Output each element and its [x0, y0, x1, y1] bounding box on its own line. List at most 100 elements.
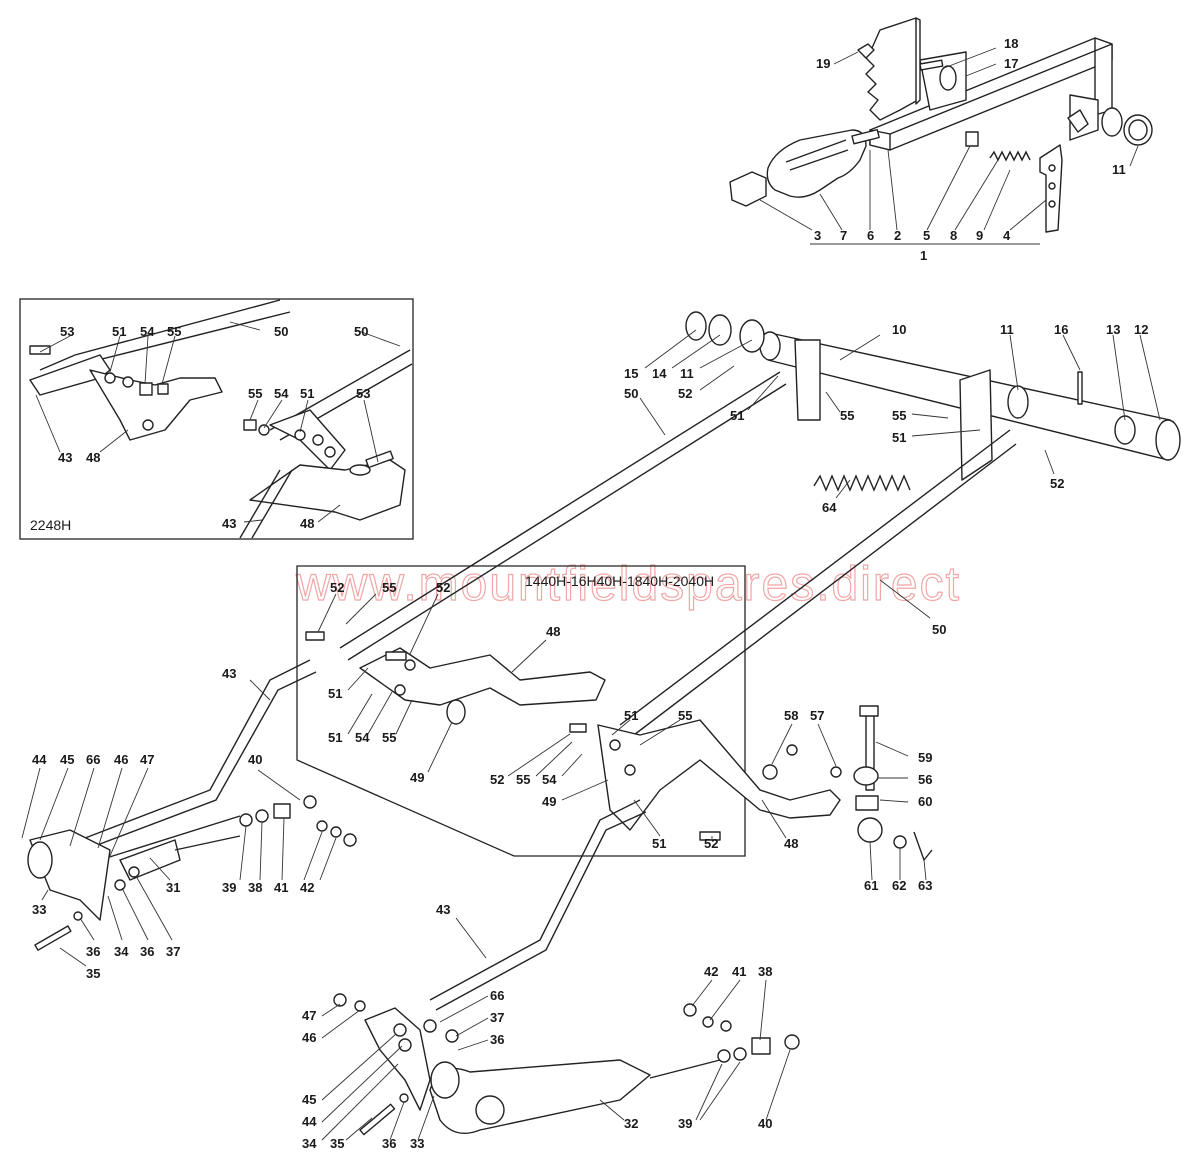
- inset-callout-53a: 53: [60, 324, 74, 339]
- callout-50-upper: 50: [624, 386, 638, 401]
- center-linkage-parts: [305, 631, 841, 841]
- callout-48-center: 48: [546, 624, 560, 639]
- callout-7: 7: [840, 228, 847, 243]
- callout-42-left: 42: [300, 880, 314, 895]
- callout-55-center-c: 55: [678, 708, 692, 723]
- lift-rods: [339, 371, 1017, 739]
- callout-52-center-d: 52: [704, 836, 718, 851]
- inset-left-label: 2248H: [30, 517, 71, 533]
- callout-10: 10: [892, 322, 906, 337]
- callout-37-lower: 37: [490, 1010, 504, 1025]
- handle-bracket-assembly: [729, 17, 1153, 233]
- callout-3: 3: [814, 228, 821, 243]
- inset-left-linkage: [29, 299, 413, 539]
- inset-callout-50a: 50: [274, 324, 288, 339]
- callout-45-left: 45: [60, 752, 74, 767]
- callout-2: 2: [894, 228, 901, 243]
- callout-51-right: 51: [892, 430, 906, 445]
- callout-15: 15: [624, 366, 638, 381]
- callout-55-center-d: 55: [516, 772, 530, 787]
- inset-frame-center: [296, 565, 746, 857]
- callout-66-lower: 66: [490, 988, 504, 1003]
- callout-13: 13: [1106, 322, 1120, 337]
- callout-31: 31: [166, 880, 180, 895]
- callout-58: 58: [784, 708, 798, 723]
- callout-55-shaft: 55: [840, 408, 854, 423]
- callout-55-right: 55: [892, 408, 906, 423]
- inset-center-label: 1440H-16H40H-1840H-2040H: [525, 573, 714, 589]
- right-small-parts: [762, 705, 933, 862]
- callout-38-left: 38: [248, 880, 262, 895]
- callout-11-shaft-left: 11: [680, 366, 694, 381]
- callout-36-left-a: 36: [86, 944, 100, 959]
- callout-46-lower: 46: [302, 1030, 316, 1045]
- callout-51-center-d: 51: [652, 836, 666, 851]
- lower-linkage: [333, 799, 800, 1136]
- callout-52-shaft: 52: [678, 386, 692, 401]
- callout-35-left: 35: [86, 966, 100, 981]
- callout-46-left: 46: [114, 752, 128, 767]
- callout-34-left: 34: [114, 944, 129, 959]
- callout-54-center-b: 54: [542, 772, 557, 787]
- callout-14: 14: [652, 366, 667, 381]
- callout-8: 8: [950, 228, 957, 243]
- callout-36-left-b: 36: [140, 944, 154, 959]
- callout-55-center-a: 55: [382, 580, 396, 595]
- callout-51-center-b: 51: [328, 730, 342, 745]
- callout-34-lower: 34: [302, 1136, 317, 1151]
- callout-47-left: 47: [140, 752, 154, 767]
- callout-52-center-c: 52: [490, 772, 504, 787]
- callout-11-shaft: 11: [1000, 322, 1014, 337]
- callout-63: 63: [918, 878, 932, 893]
- callout-41-left: 41: [274, 880, 288, 895]
- callout-61: 61: [864, 878, 878, 893]
- callout-52-center-b: 52: [436, 580, 450, 595]
- callout-36-lower-b: 36: [382, 1136, 396, 1151]
- callout-19: 19: [816, 56, 830, 71]
- callout-17: 17: [1004, 56, 1018, 71]
- callout-37-left: 37: [166, 944, 180, 959]
- callout-56: 56: [918, 772, 932, 787]
- callout-42-lower: 42: [704, 964, 718, 979]
- callout-44-left: 44: [32, 752, 47, 767]
- callout-11-top: 11: [1112, 162, 1126, 177]
- callout-41-lower: 41: [732, 964, 746, 979]
- inset-callout-51a: 51: [112, 324, 126, 339]
- callout-numbers: 19 18 17 11 3 7 6 2 5 8 9 4 1 15 14 11 5…: [32, 36, 1148, 1151]
- callout-51-center-a: 51: [328, 686, 342, 701]
- cross-shaft: [685, 311, 1181, 492]
- callout-57: 57: [810, 708, 824, 723]
- callout-50-lower: 50: [932, 622, 946, 637]
- inset-callout-48a: 48: [86, 450, 100, 465]
- callout-55-center-b: 55: [382, 730, 396, 745]
- inset-frame-left: [19, 298, 414, 540]
- leader-lines: [21, 47, 1161, 1141]
- callout-45-lower: 45: [302, 1092, 316, 1107]
- callout-48-right: 48: [784, 836, 798, 851]
- callout-6: 6: [867, 228, 874, 243]
- callout-40-left: 40: [248, 752, 262, 767]
- callout-35-lower: 35: [330, 1136, 344, 1151]
- inset-callout-53b: 53: [356, 386, 370, 401]
- callout-62: 62: [892, 878, 906, 893]
- callout-43-left: 43: [222, 666, 236, 681]
- callout-1: 1: [920, 248, 927, 263]
- inset-callout-50b: 50: [354, 324, 368, 339]
- callout-38-lower: 38: [758, 964, 772, 979]
- callout-43-lower: 43: [436, 902, 450, 917]
- callout-47-lower: 47: [302, 1008, 316, 1023]
- inset-callout-54b: 54: [274, 386, 289, 401]
- left-linkage: [27, 659, 357, 951]
- inset-callout-51b: 51: [300, 386, 314, 401]
- callout-39-lower: 39: [678, 1116, 692, 1131]
- callout-9: 9: [976, 228, 983, 243]
- inset-callout-43b: 43: [222, 516, 236, 531]
- callout-64: 64: [822, 500, 837, 515]
- callout-54-center-a: 54: [355, 730, 370, 745]
- inset-callout-54a: 54: [140, 324, 155, 339]
- callout-60: 60: [918, 794, 932, 809]
- callout-59: 59: [918, 750, 932, 765]
- inset-callout-43a: 43: [58, 450, 72, 465]
